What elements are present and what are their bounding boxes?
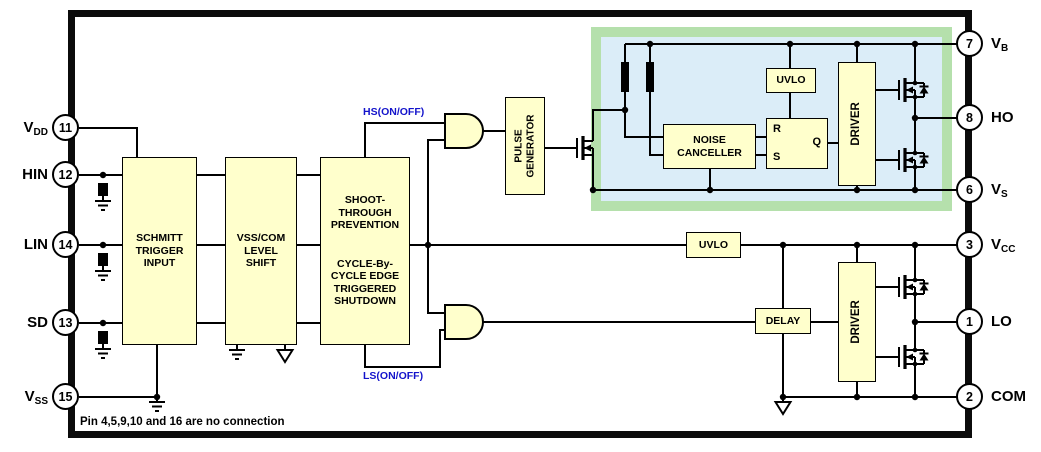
block-cycle-shutdown-text: CYCLE-By-CYCLE EDGE TRIGGERED SHUTDOWN [330, 257, 400, 308]
pin-label-hin-main: HIN [22, 166, 48, 183]
pin-label-vdd: VDD [2, 119, 48, 138]
pin-label-ho-main: HO [991, 109, 1014, 126]
and-gate-high [444, 113, 484, 149]
mosfet-low-upper [897, 261, 931, 313]
pin-12: 12 [52, 161, 79, 188]
pin-label-lo: LO [991, 313, 1012, 332]
pin-label-vb-sub: B [1001, 43, 1009, 54]
pin-label-lin: LIN [2, 236, 48, 255]
pin-label-vss-main: V [24, 388, 35, 405]
pin-label-lin-main: LIN [23, 236, 48, 253]
input-pulldown-resistors [98, 183, 108, 344]
pulse-generator-label: PULSE GENERATOR [513, 114, 536, 178]
latch-s-label: S [773, 150, 781, 163]
and-gate-low [444, 304, 484, 340]
pin-11: 11 [52, 114, 79, 141]
driver-high-label: DRIVER [850, 102, 863, 146]
block-driver-low: DRIVER [838, 262, 876, 382]
pin-label-vdd-sub: DD [33, 127, 48, 138]
junction-dots [99, 40, 919, 401]
block-schmitt-trigger: SCHMITT TRIGGER INPUT [122, 157, 197, 345]
block-shoot-through-text: SHOOT-THROUGH PREVENTION [330, 193, 400, 232]
pin-label-vdd-main: V [23, 119, 34, 136]
ground-symbol-sd [94, 343, 112, 359]
pin-7: 7 [956, 30, 983, 57]
pin-8: 8 [956, 104, 983, 131]
pin-label-vb-main: V [991, 35, 1002, 52]
nc-pins-note: Pin 4,5,9,10 and 16 are no connection [80, 416, 285, 428]
pin-label-vcc-sub: CC [1001, 244, 1016, 255]
pin-6: 6 [956, 176, 983, 203]
pin-label-vs: VS [991, 181, 1008, 200]
wire-control [364, 122, 838, 368]
pin-15: 15 [52, 383, 79, 410]
pin-13: 13 [52, 309, 79, 336]
latch-r-label: R [773, 123, 781, 135]
ls-signal-label: LS(ON/OFF) [363, 370, 424, 382]
block-uvlo-high: UVLO [766, 68, 816, 93]
pin-label-vb: VB [991, 35, 1008, 54]
pin-label-vcc: VCC [991, 236, 1015, 255]
pin-label-com: COM [991, 388, 1026, 407]
pin-label-vs-main: V [991, 181, 1002, 198]
block-noise-canceller: NOISE CANCELLER [663, 124, 756, 169]
ground-symbol-levelshift [228, 344, 246, 360]
block-driver-high: DRIVER [838, 62, 876, 186]
pin-label-ho: HO [991, 109, 1014, 128]
pin-label-hin: HIN [2, 166, 48, 185]
hs-signal-label: HS(ON/OFF) [363, 106, 425, 118]
pin-2: 2 [956, 383, 983, 410]
pin-3: 3 [956, 231, 983, 258]
mosfet-high-lower [897, 134, 931, 186]
ground-symbol-hin [94, 195, 112, 211]
pin-14: 14 [52, 231, 79, 258]
pin-label-vs-sub: S [1001, 189, 1008, 200]
mosfet-level-shift [575, 122, 595, 174]
block-shoot-through: SHOOT-THROUGH PREVENTION CYCLE-By-CYCLE … [320, 157, 410, 345]
pin-1: 1 [956, 308, 983, 335]
mosfet-high-upper [897, 64, 931, 116]
pin-label-vss-sub: SS [34, 396, 48, 407]
pin-label-lo-main: LO [991, 313, 1012, 330]
latch-q-label: Q [812, 136, 821, 148]
level-shift-resistors [621, 62, 654, 92]
pin-label-sd: SD [2, 314, 48, 333]
pin-label-vcc-main: V [991, 236, 1002, 253]
block-uvlo-low: UVLO [686, 232, 741, 258]
block-delay: DELAY [755, 308, 811, 334]
com-triangle-levelshift [276, 344, 294, 363]
wire-low-side [410, 244, 957, 398]
block-rs-latch: R S Q [766, 118, 828, 169]
pin-label-vss: VSS [2, 388, 48, 407]
block-pulse-generator: PULSE GENERATOR [505, 97, 545, 195]
block-level-shift: VSS/COM LEVEL SHIFT [225, 157, 297, 345]
ground-symbol-lin [94, 265, 112, 281]
mosfet-low-lower [897, 331, 931, 383]
pin-label-sd-main: SD [27, 314, 48, 331]
pin-label-com-main: COM [991, 388, 1026, 405]
driver-low-label: DRIVER [850, 300, 863, 344]
